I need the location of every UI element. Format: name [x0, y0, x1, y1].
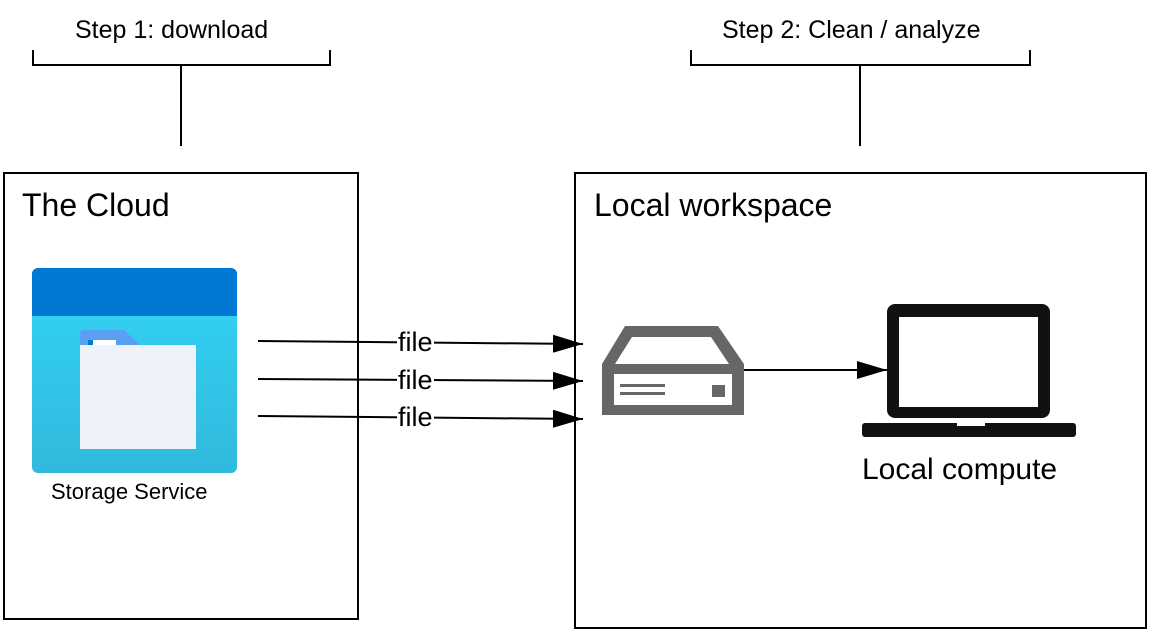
file-label-3: file — [397, 402, 434, 432]
workspace-title: Local workspace — [594, 187, 833, 223]
laptop-icon — [862, 304, 1076, 437]
step1-label: Step 1: download — [75, 16, 269, 44]
step2-label: Step 2: Clean / analyze — [722, 16, 981, 44]
server-icon — [602, 326, 744, 415]
cloud-box — [3, 172, 359, 620]
workspace-box — [574, 172, 1147, 629]
file-label-2: file — [397, 365, 434, 395]
local-compute-label: Local compute — [862, 453, 1058, 486]
step1-bracket — [32, 50, 331, 146]
cloud-title: The Cloud — [22, 187, 170, 223]
step2-bracket — [690, 50, 1031, 146]
storage-service-label: Storage Service — [51, 479, 208, 504]
file-label-1: file — [397, 327, 434, 357]
folder-storage-icon — [32, 268, 237, 473]
